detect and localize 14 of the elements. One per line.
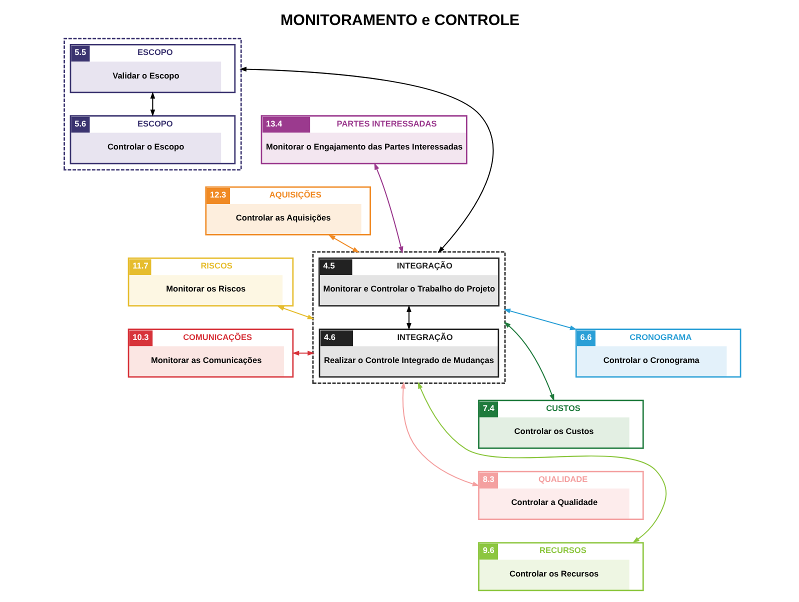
- arrow: [503, 322, 554, 402]
- arrow: [292, 350, 314, 356]
- cluster: [63, 38, 242, 170]
- cluster: [312, 251, 506, 384]
- arrow: [328, 234, 359, 253]
- arrow: [239, 66, 494, 254]
- diagram-title: MONITORAMENTO e CONTROLE: [280, 12, 520, 30]
- arrow: [406, 305, 411, 330]
- arrow: [150, 92, 155, 117]
- arrow: [502, 308, 576, 330]
- arrow: [400, 382, 479, 486]
- arrow: [276, 306, 314, 320]
- arrow: [417, 382, 666, 543]
- arrow: [374, 162, 403, 254]
